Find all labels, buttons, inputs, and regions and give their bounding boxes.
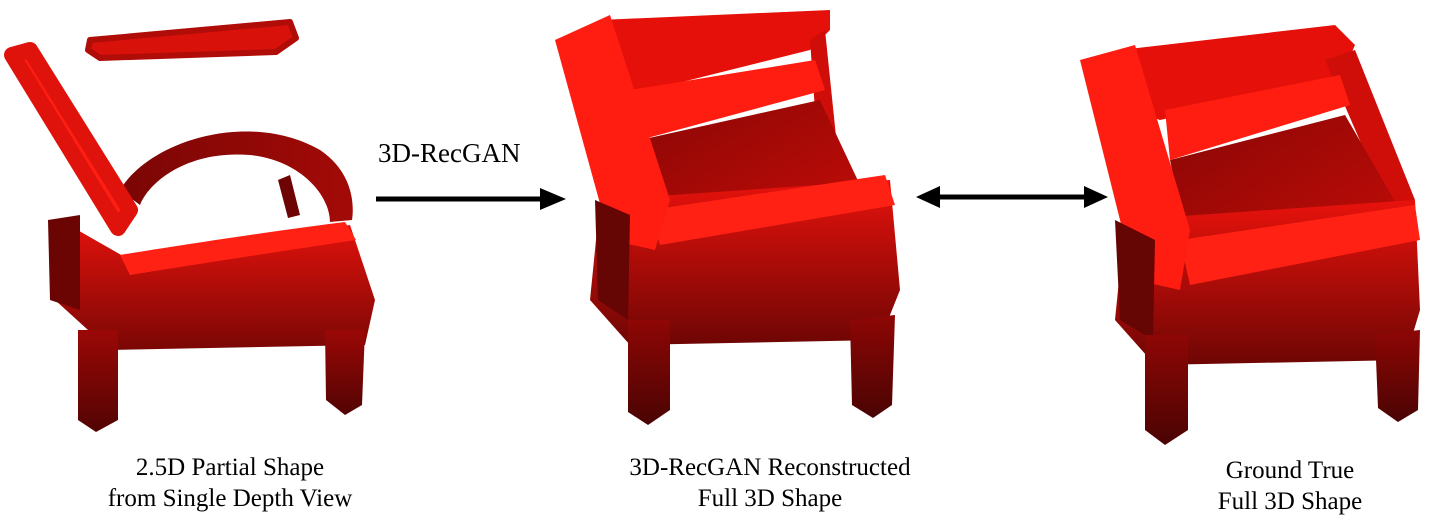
arrow-label: 3D-RecGAN [378,138,521,168]
right-arrow-icon [376,188,566,210]
caption-line: 2.5D Partial Shape [135,454,325,481]
caption-reconstructed-shape: 3D-RecGAN Reconstructed Full 3D Shape [580,452,960,514]
partial-shape-panel [0,0,390,440]
double-arrow-icon [916,186,1108,208]
caption-line: Full 3D Shape [697,485,843,512]
reconstructed-shape-panel [540,0,920,440]
caption-ground-truth-shape: Ground True Full 3D Shape [1170,455,1410,517]
caption-line: 3D-RecGAN Reconstructed [629,454,911,481]
reconstructed-chair-point-cloud [555,10,900,425]
caption-partial-shape: 2.5D Partial Shape from Single Depth Vie… [60,452,400,514]
partial-chair-point-cloud [4,19,375,432]
caption-line: Full 3D Shape [1217,488,1363,515]
caption-line: from Single Depth View [107,485,353,512]
ground-truth-shape-panel [1070,0,1442,450]
ground-truth-chair-point-cloud [1080,25,1420,445]
caption-line: Ground True [1225,457,1355,484]
